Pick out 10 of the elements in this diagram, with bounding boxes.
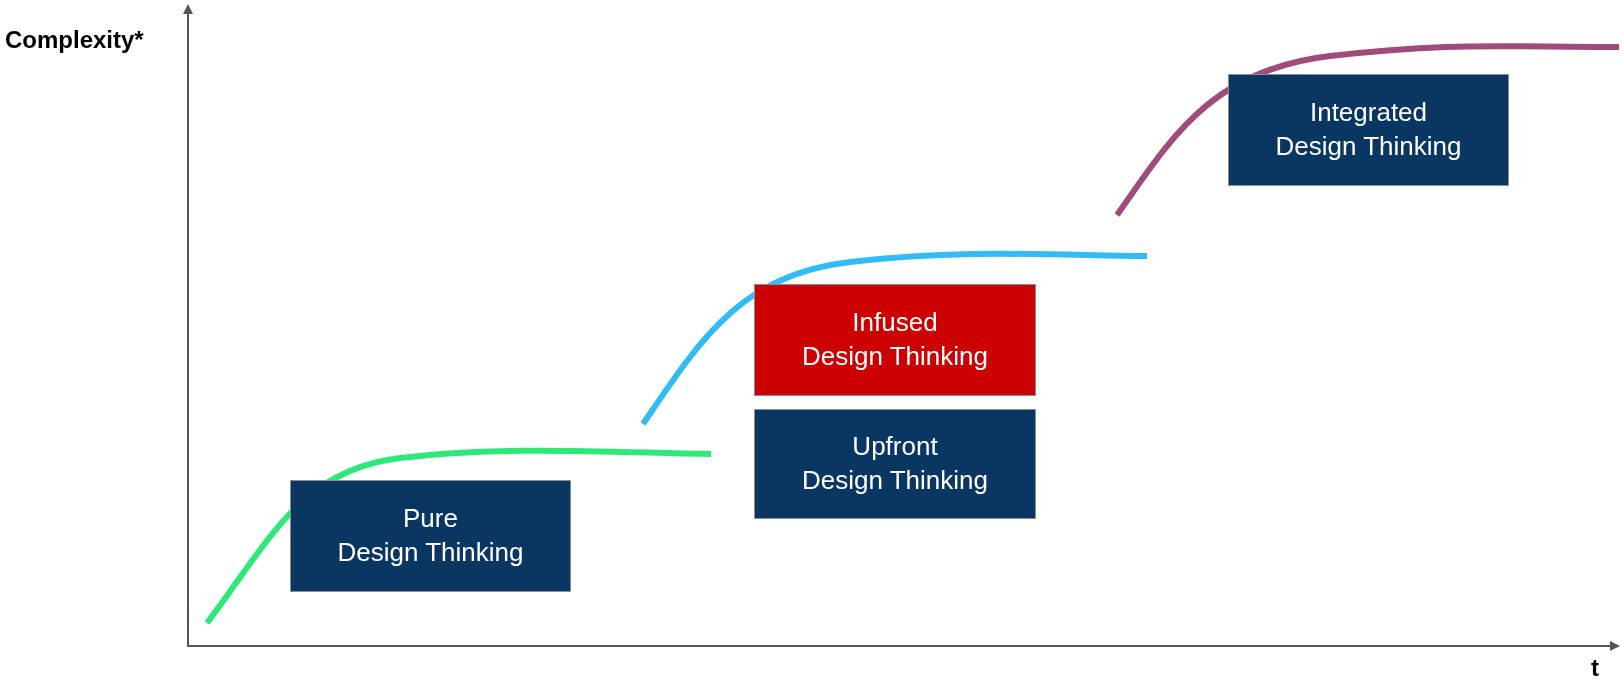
stage-label: Upfront Design Thinking — [802, 430, 988, 497]
stage-label: Infused Design Thinking — [802, 306, 988, 373]
axis-label: t — [1591, 654, 1599, 682]
stage-box — [290, 480, 571, 592]
axis-label: Complexity* — [5, 26, 144, 54]
stage-label: Integrated Design Thinking — [1275, 96, 1462, 163]
stage-box — [754, 409, 1036, 519]
stage-label: Pure Design Thinking — [337, 502, 524, 569]
stage-box — [754, 284, 1036, 396]
stage-box — [1228, 74, 1509, 186]
